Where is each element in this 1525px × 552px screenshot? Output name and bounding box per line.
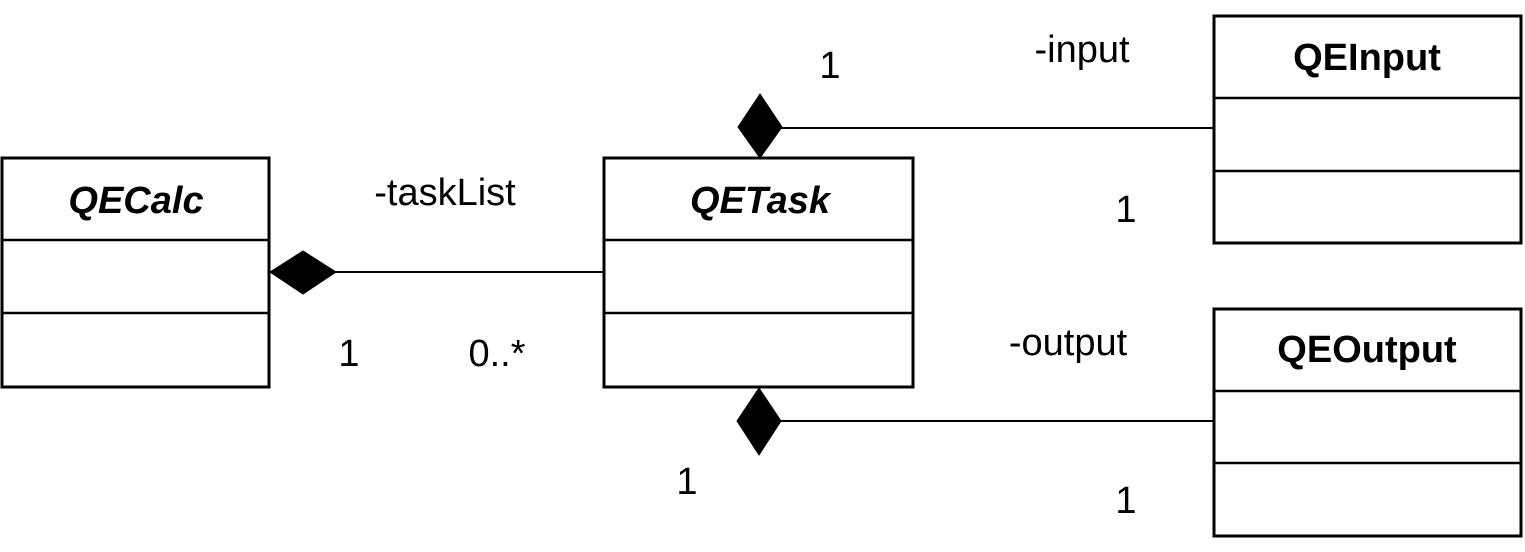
multiplicity-qeoutput: 1: [1115, 480, 1136, 522]
multiplicity-qetask-output: 1: [676, 461, 697, 503]
class-box-qeoutput: [1212, 307, 1523, 538]
class-qeinput[interactable]: QEInput: [1212, 14, 1523, 245]
composition-diamond-qecalc: [269, 250, 337, 295]
association-output: [736, 387, 1214, 456]
class-box-qeinput: [1212, 14, 1523, 245]
class-qeoutput[interactable]: QEOutput: [1212, 307, 1523, 538]
multiplicity-qetask-input: 1: [819, 45, 840, 87]
role-label-output: -output: [1009, 322, 1128, 364]
role-label-input: -input: [1034, 29, 1129, 71]
multiplicity-qecalc-tasklist: 1: [338, 333, 359, 375]
class-qecalc[interactable]: QECalc: [0, 156, 271, 389]
association-tasklist: [269, 250, 603, 295]
class-name-qeinput: QEInput: [1293, 37, 1441, 79]
class-box-qecalc: [0, 156, 271, 389]
class-name-qeoutput: QEOutput: [1277, 329, 1457, 371]
class-name-qecalc: QECalc: [68, 180, 203, 222]
multiplicity-qetask-tasklist: 0..*: [468, 333, 525, 375]
composition-diamond-qetask-input: [737, 93, 783, 159]
role-label-tasklist: -taskList: [374, 172, 516, 214]
association-input: [737, 93, 1214, 159]
composition-diamond-qetask-output: [736, 387, 782, 456]
class-qetask[interactable]: QETask: [602, 156, 915, 389]
class-name-qetask: QETask: [690, 180, 832, 222]
multiplicity-qeinput: 1: [1115, 189, 1136, 231]
class-box-qetask: [602, 156, 915, 389]
